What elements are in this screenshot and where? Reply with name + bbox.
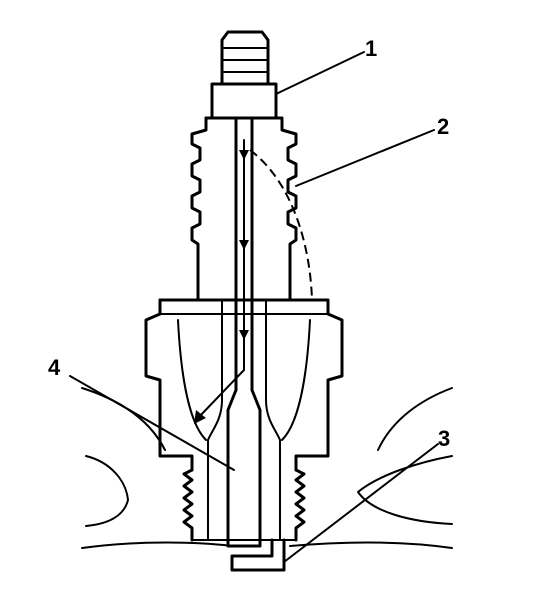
ground-electrode — [230, 538, 286, 572]
leader-lines — [69, 51, 439, 563]
terminal-nut — [210, 30, 278, 120]
callout-4: 4 — [48, 355, 61, 380]
center-electrode — [226, 118, 262, 548]
insulator-nose — [207, 299, 281, 541]
callout-3: 3 — [438, 426, 451, 451]
ceramic-insulator — [190, 116, 298, 302]
heat-flow-arrows — [194, 139, 313, 424]
callout-2: 2 — [437, 114, 450, 139]
callout-1: 1 — [365, 36, 378, 61]
threaded-section — [182, 468, 306, 542]
